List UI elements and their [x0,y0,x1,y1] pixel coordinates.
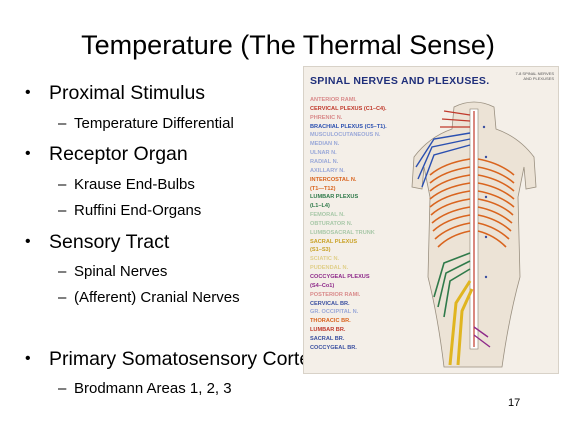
posterior-rami [482,125,488,279]
dash-icon: – [58,263,67,280]
figure-label: OBTURATOR N. [310,220,353,227]
brachial-nerves [415,132,471,188]
figure-label: PUDENDAL N. [310,265,349,272]
figure-label: SACRAL PLEXUS [310,238,358,245]
figure-corner-note: 7-8 SPINAL NERVES AND PLEXUSES [515,71,554,81]
sub-bullet-item: –Brodmann Areas 1, 2, 3 [58,380,232,397]
sub-bullet-text: Ruffini End-Organs [74,202,202,219]
sub-bullet-text: Spinal Nerves [74,263,168,280]
figure-label: POSTERIOR RAMI. [310,291,361,298]
figure-label: LUMBAR BR. [310,327,346,334]
figure-label: SACRAL BR. [310,335,345,342]
bullet-dot-icon: • [25,145,31,162]
dash-icon: – [58,176,67,193]
sub-bullet-item: –Temperature Differential [58,115,234,132]
figure-label: GR. OCCIPITAL N. [310,309,359,316]
dash-icon: – [58,115,67,132]
figure-label: FEMORAL N. [310,212,345,219]
sub-bullet-item: –Ruffini End-Organs [58,202,201,219]
cervical-nerves [440,110,471,128]
coccygeal-nerves [473,326,491,348]
figure-label: INTERCOSTAL N. [310,176,357,183]
figure-label: MEDIAN N. [310,141,340,148]
dash-icon: – [58,289,67,306]
sub-bullet-item: –(Afferent) Cranial Nerves [58,289,240,306]
figure-title: SPINAL NERVES AND PLEXUSES. [310,75,490,87]
dash-icon: – [58,380,67,397]
sub-bullet-text: Brodmann Areas 1, 2, 3 [74,380,232,397]
sacral-nerves [448,280,474,366]
spinal-anatomy-illustration [411,101,537,368]
page-number: 17 [508,397,521,409]
figure-label: LUMBOSACRAL TRUNK [310,229,375,236]
figure-label: LUMBAR PLEXUS [310,194,359,201]
sub-bullet-text: Temperature Differential [74,115,234,132]
figure-label: MUSCULOCUTANEOUS N. [310,132,381,139]
bullet-text: Sensory Tract [49,231,170,253]
figure-label: SCIATIC N. [310,256,340,263]
figure-label: COCCYGEAL PLEXUS [310,274,370,280]
figure-label: COCCYGEAL BR. [310,344,357,351]
bullet-item: • Receptor Organ [25,143,188,166]
sub-bullet-item: –Spinal Nerves [58,263,167,280]
figure-label: ULNAR N. [310,150,337,157]
sub-bullet-item: –Krause End-Bulbs [58,176,195,193]
figure-label: AXILLARY N. [310,167,345,174]
figure-label: (S4–Co1) [310,282,335,289]
spinal-nerves-figure: SPINAL NERVES AND PLEXUSES. 7-8 SPINAL N… [303,66,559,374]
figure-label: (T1—T12) [310,185,336,192]
figure-label: ANTERIOR RAMI. [310,97,357,103]
lumbar-nerves [433,252,471,318]
bullet-dot-icon: • [25,350,31,367]
figure-label: THORACIC BR. [310,318,351,325]
intercostal-nerves [429,158,515,248]
figure-label: RADIAL N. [310,158,339,165]
bullet-item: • Primary Somatosensory Cortex [25,348,320,371]
figure-label: PHRENIC N. [310,114,343,121]
dash-icon: – [58,202,67,219]
figure-label: (S1–S3) [310,247,331,254]
bullet-text: Primary Somatosensory Cortex [49,348,320,370]
bullet-item: • Proximal Stimulus [25,82,205,105]
figure-label: BRACHIAL PLEXUS (C5–T1). [310,123,387,130]
sub-bullet-text: Krause End-Bulbs [74,176,195,193]
bullet-item: • Sensory Tract [25,231,169,254]
bullet-text: Receptor Organ [49,143,188,165]
bullet-dot-icon: • [25,233,31,250]
bullet-text: Proximal Stimulus [49,82,206,104]
figure-label: CERVICAL BR. [310,300,350,307]
figure-label: CERVICAL PLEXUS (C1–C4). [310,105,387,112]
slide-title: Temperature (The Thermal Sense) [81,30,495,60]
sub-bullet-text: (Afferent) Cranial Nerves [74,289,240,306]
figure-label: (L1–L4) [310,203,330,210]
bullet-dot-icon: • [25,84,31,101]
